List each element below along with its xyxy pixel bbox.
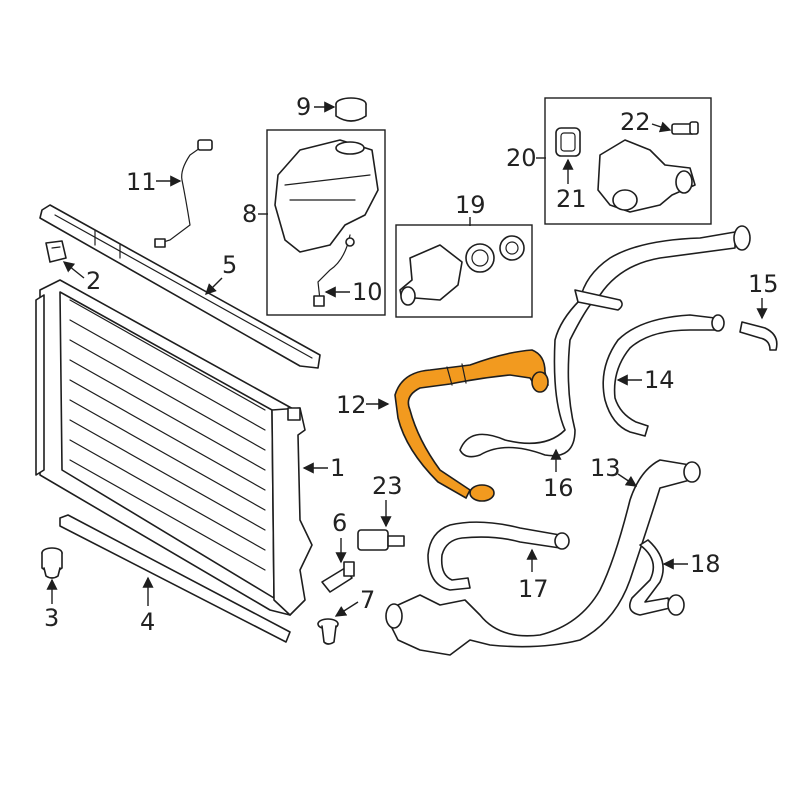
radiator (35, 279, 313, 616)
thermostat-group-box (395, 224, 533, 318)
callout-19: 19 (455, 191, 486, 226)
callout-3: 3 (44, 578, 59, 632)
coolant-sensor (321, 561, 355, 593)
svg-text:9: 9 (296, 93, 311, 121)
level-sensor-harness (154, 139, 213, 248)
reservoir-cap (335, 97, 367, 122)
svg-text:5: 5 (222, 251, 237, 279)
callout-23: 23 (372, 472, 403, 528)
drain-plug (41, 547, 63, 579)
callout-5: 5 (205, 251, 237, 295)
callout-18: 18 (662, 550, 721, 578)
svg-text:21: 21 (556, 185, 587, 213)
svg-text:4: 4 (140, 608, 155, 636)
svg-text:12: 12 (336, 391, 367, 419)
upper-radiator-hose-highlighted (394, 349, 549, 502)
svg-text:10: 10 (352, 278, 383, 306)
bracket-clip (45, 240, 67, 263)
heater-hose-lower (427, 521, 570, 591)
callout-2: 2 (62, 261, 101, 295)
svg-text:18: 18 (690, 550, 721, 578)
heater-hose-upper (459, 225, 751, 458)
svg-text:14: 14 (644, 366, 675, 394)
svg-text:6: 6 (332, 509, 347, 537)
svg-text:22: 22 (620, 108, 651, 136)
callout-1: 1 (302, 454, 345, 482)
svg-text:7: 7 (360, 586, 375, 614)
svg-text:19: 19 (455, 191, 486, 219)
reservoir-group-box (266, 129, 386, 316)
callout-4: 4 (140, 576, 155, 636)
callout-12: 12 (336, 391, 390, 419)
svg-text:15: 15 (748, 270, 779, 298)
svg-text:3: 3 (44, 604, 59, 632)
svg-text:11: 11 (126, 168, 157, 196)
water-outlet-group-box (544, 97, 712, 225)
svg-text:1: 1 (330, 454, 345, 482)
callout-20: 20 (506, 144, 546, 172)
svg-text:23: 23 (372, 472, 403, 500)
temperature-sensor (357, 529, 405, 551)
small-hose-lower-right (629, 539, 685, 616)
svg-text:13: 13 (590, 454, 621, 482)
callout-16: 16 (543, 448, 574, 502)
callout-10: 10 (324, 278, 383, 306)
callout-8: 8 (242, 200, 268, 228)
retaining-clip (317, 618, 339, 645)
callout-21: 21 (556, 158, 587, 213)
callout-22: 22 (620, 108, 672, 136)
bypass-hose (602, 314, 725, 437)
callout-15: 15 (748, 270, 779, 320)
upper-support-rail (39, 204, 321, 369)
callout-6: 6 (332, 509, 347, 564)
svg-text:20: 20 (506, 144, 537, 172)
svg-text:16: 16 (543, 474, 574, 502)
callout-14: 14 (616, 366, 675, 394)
callout-17: 17 (518, 548, 549, 603)
small-hose (739, 321, 778, 351)
callout-7: 7 (334, 586, 375, 617)
callout-11: 11 (126, 168, 182, 196)
lower-radiator-hose (385, 459, 701, 656)
callout-13: 13 (590, 454, 638, 487)
svg-text:17: 17 (518, 575, 549, 603)
svg-text:8: 8 (242, 200, 257, 228)
callout-9: 9 (296, 93, 336, 121)
lower-support-rail (59, 514, 291, 643)
svg-text:2: 2 (86, 267, 101, 295)
